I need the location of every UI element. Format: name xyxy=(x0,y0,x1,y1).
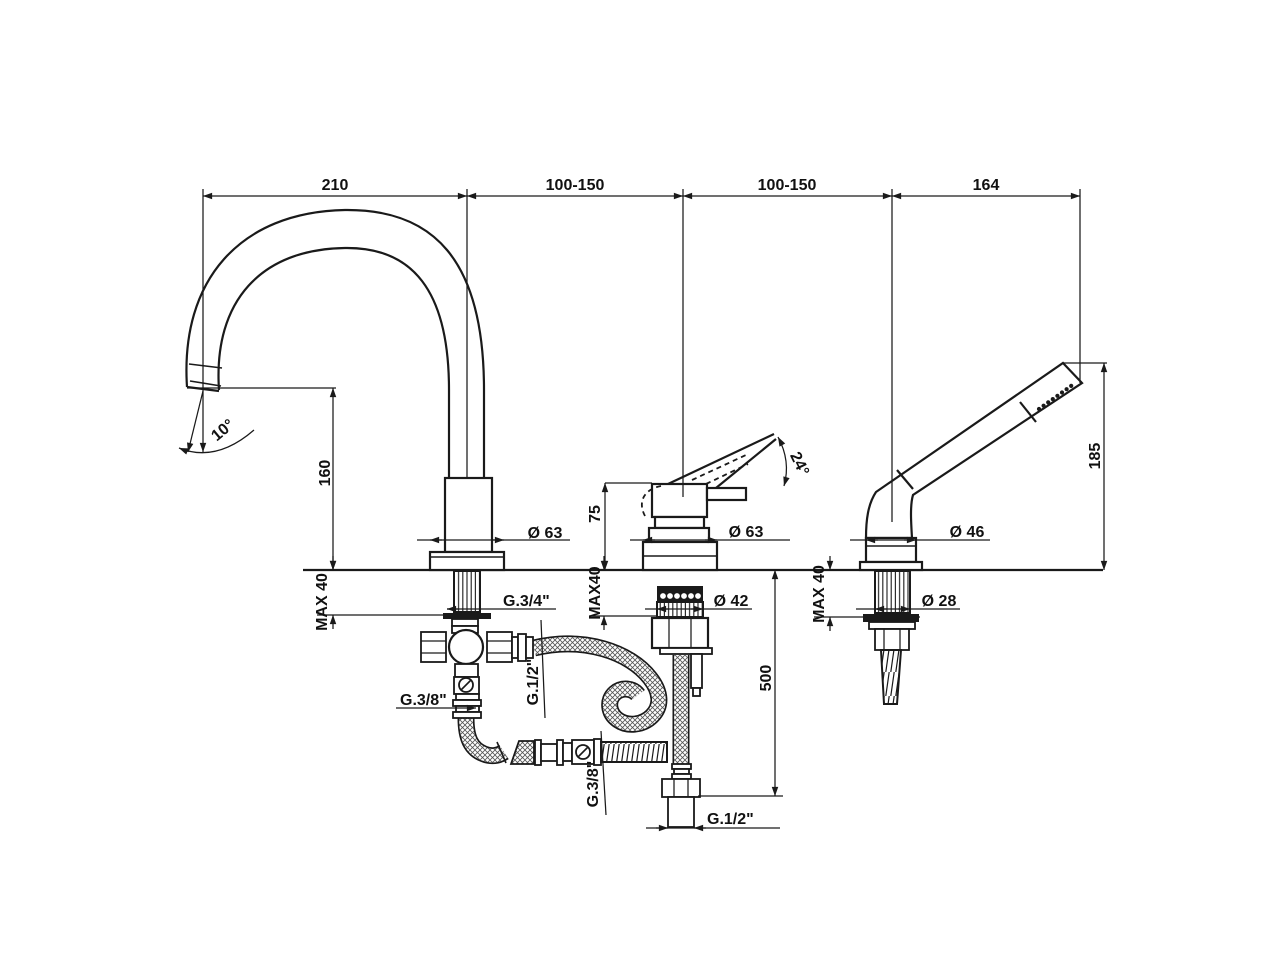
mixer-body xyxy=(650,482,709,519)
handshower-hose-tail xyxy=(879,649,903,705)
dim-mixer-hose-length: 500 xyxy=(758,665,775,692)
dim-spout-height: 160 xyxy=(317,460,334,487)
spout-angle-arc xyxy=(178,429,255,455)
dim-mixer-deck-max: MAX40 xyxy=(587,566,604,619)
handshower-grip-ring xyxy=(896,469,914,490)
hose-hex-nut xyxy=(661,778,701,798)
mixer-washer xyxy=(659,647,713,655)
dim-spout-angle: 10° xyxy=(208,416,237,445)
handshower-escutcheon xyxy=(858,560,924,572)
spout-outer-curve xyxy=(185,208,486,478)
handle-swing-dashed xyxy=(640,485,662,517)
dim-handshower-escutcheon: Ø 46 xyxy=(950,524,985,541)
dim-spout-escutcheon: Ø 63 xyxy=(528,525,563,542)
dim-handshower-shank: Ø 28 xyxy=(922,593,957,610)
tee-body xyxy=(447,628,485,666)
handle-raised-edge xyxy=(667,433,775,485)
dim-handshower-deck-max: MAX 40 xyxy=(811,565,828,623)
dim-mixer-escutcheon: Ø 63 xyxy=(729,524,764,541)
spout-threaded-shank xyxy=(453,570,481,613)
handshower-holder xyxy=(864,536,918,564)
supply-hoses xyxy=(457,635,690,765)
dim-mixer-bottom-thread: G.1/2" xyxy=(707,811,754,828)
mixer-pull-rod xyxy=(690,653,703,689)
dim-handshower-offset: 164 xyxy=(973,177,1000,194)
spout-body xyxy=(443,476,494,554)
dim-spout-supply-thread: G.3/8" xyxy=(400,692,447,709)
dim-spout-hose-thread: G.1/2" xyxy=(525,659,542,706)
handshower-washer xyxy=(868,621,916,630)
dim-mixer-shank: Ø 42 xyxy=(714,593,749,610)
dimension-annotations xyxy=(178,189,1108,832)
dim-handshower-height: 185 xyxy=(1087,443,1104,470)
spout-assembly xyxy=(185,208,534,719)
dim-mixer-height: 75 xyxy=(587,505,604,523)
tee-left-nut xyxy=(420,631,447,663)
handshower-wand xyxy=(864,361,1084,540)
tee-right-nut xyxy=(486,631,513,663)
mixer-handle-bar xyxy=(705,486,748,502)
spout-inner-curve xyxy=(217,246,451,478)
dim-handle-angle: 24° xyxy=(786,449,812,478)
hose-break-piece xyxy=(509,740,535,765)
mixer-mounting-nut xyxy=(650,616,710,650)
mixer-looped-hose xyxy=(532,637,666,731)
dim-mixer-supply-thread: G.3/8" xyxy=(585,761,602,808)
dim-spout-shank-thread: G.3/4" xyxy=(503,593,550,610)
hose-end-connector xyxy=(667,796,695,828)
handshower-head-joint xyxy=(1019,401,1037,423)
spout-escutcheon xyxy=(428,550,506,572)
spray-holes xyxy=(1036,383,1074,412)
dim-spacing-left: 100-150 xyxy=(546,177,605,194)
hose-break-line xyxy=(496,741,507,764)
mixer-assembly xyxy=(640,433,777,828)
handshower-threaded-shank xyxy=(874,570,911,614)
spout-supply-hose xyxy=(459,717,508,763)
corrugated-hose xyxy=(600,741,668,763)
handle-angle-arc xyxy=(777,436,790,487)
dim-spout-deck-max: MAX 40 xyxy=(314,573,331,631)
supply-fitting-chain xyxy=(534,738,668,766)
handshower-assembly xyxy=(858,361,1084,705)
dim-spout-projection: 210 xyxy=(322,177,349,194)
handshower-nut xyxy=(874,628,910,651)
spout-flow-line xyxy=(187,390,204,453)
dim-spacing-right: 100-150 xyxy=(758,177,817,194)
